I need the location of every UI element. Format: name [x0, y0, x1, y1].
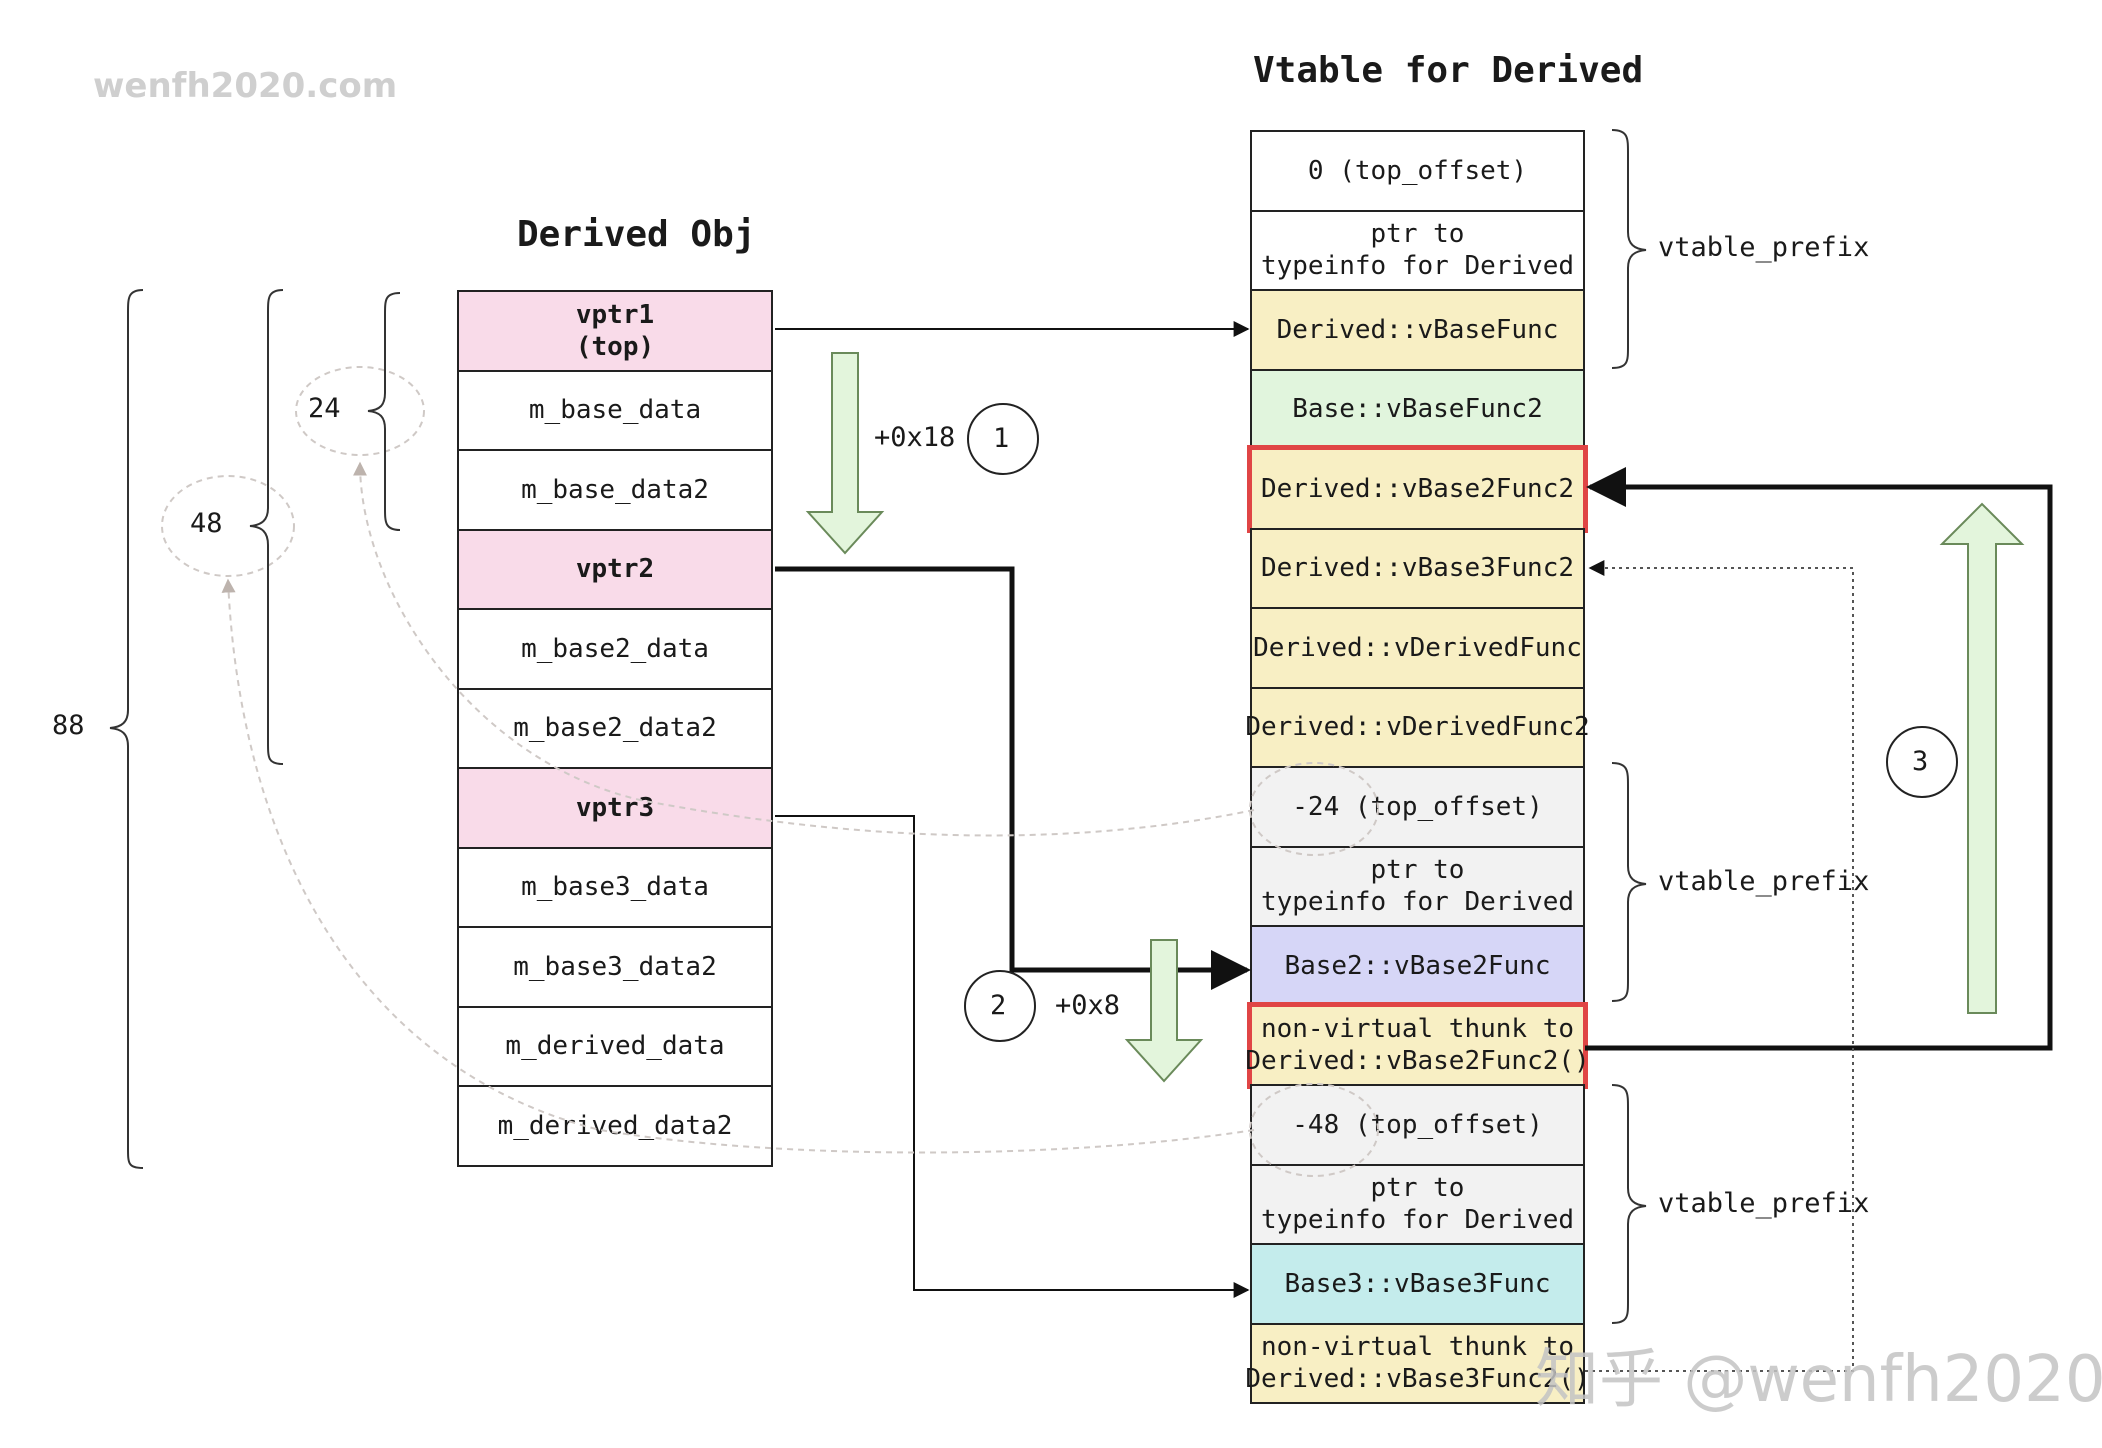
- size-48-label: 48: [190, 508, 223, 539]
- offset-0x8-arrow: [1124, 939, 1204, 1083]
- thunk-to-vbase2func2-arrow: [1585, 467, 2053, 1051]
- vtable-entry: 0 (top_offset): [1250, 130, 1585, 212]
- thunk-to-vbase3func2-dotted-arrow: [1585, 560, 1854, 1372]
- vtable-entry: Base2::vBase2Func: [1250, 925, 1585, 1007]
- vtable-entry: Derived::vDerivedFunc: [1250, 607, 1585, 689]
- offset-48-link: [221, 578, 1255, 1154]
- brace-88: [109, 289, 144, 1169]
- brace-vtable-prefix-3: [1611, 1084, 1647, 1324]
- brace-vtable-prefix-2: [1611, 762, 1647, 1002]
- object-cell-member: m_base2_data: [457, 608, 773, 690]
- thunk-adjust-up-arrow: [1939, 502, 2025, 1014]
- vtable-prefix-label-3: vtable_prefix: [1658, 1188, 1870, 1219]
- step-3-circle: [1886, 726, 1958, 798]
- vtable-entry: ptr to typeinfo for Derived: [1250, 209, 1585, 291]
- vtable-entry: ptr to typeinfo for Derived: [1250, 845, 1585, 927]
- offset-24-link: [353, 461, 1255, 837]
- offset-0x8-label: +0x8: [1055, 990, 1121, 1021]
- vptr3-pointer-arrow: [775, 815, 1250, 1298]
- vtable-entry: Derived::vBase2Func2: [1247, 445, 1588, 533]
- size-48-ellipse: [161, 475, 295, 577]
- vtable-prefix-label-1: vtable_prefix: [1658, 232, 1870, 263]
- vtable-entry: Base::vBaseFunc2: [1250, 368, 1585, 450]
- vtable-entry: Derived::vBaseFunc: [1250, 289, 1585, 371]
- brace-48: [249, 289, 284, 765]
- step-2-circle: [964, 970, 1036, 1042]
- vtable-entry: -24 (top_offset): [1250, 766, 1585, 848]
- vtable-entry: Derived::vBase3Func2: [1250, 527, 1585, 609]
- object-cell-member: m_derived_data: [457, 1005, 773, 1087]
- vtable-entry: non-virtual thunk to Derived::vBase2Func…: [1245, 1001, 1590, 1089]
- vptr2-pointer-arrow: [775, 566, 1251, 990]
- step-2-number: 2: [990, 990, 1007, 1021]
- offset-48-ellipse: [1249, 1083, 1379, 1177]
- vtable-title: Vtable for Derived: [1253, 50, 1644, 91]
- offset-0x18-arrow: [805, 352, 885, 555]
- object-cell-member: m_base3_data: [457, 846, 773, 928]
- object-cell-member: m_derived_data2: [457, 1085, 773, 1167]
- watermark-zhihu: 知乎 @wenfh2020: [1535, 1343, 2102, 1417]
- step-1-number: 1: [993, 423, 1010, 454]
- brace-24: [367, 292, 401, 531]
- offset-0x18-label: +0x18: [874, 422, 956, 453]
- vtable-entry: -48 (top_offset): [1250, 1084, 1585, 1166]
- size-24-label: 24: [308, 393, 341, 424]
- vtable-prefix-label-2: vtable_prefix: [1658, 866, 1870, 897]
- step-1-circle: [967, 403, 1039, 475]
- step-3-number: 3: [1912, 746, 1929, 777]
- watermark-site: wenfh2020.com: [93, 66, 398, 106]
- size-24-ellipse: [295, 366, 425, 456]
- brace-vtable-prefix-1: [1611, 129, 1647, 369]
- vtable-entry: Base3::vBase3Func: [1250, 1243, 1585, 1325]
- object-title: Derived Obj: [517, 214, 756, 255]
- size-88-label: 88: [52, 710, 85, 741]
- object-cell-member: m_base2_data2: [457, 687, 773, 769]
- vtable-entry: non-virtual thunk to Derived::vBase3Func…: [1245, 1322, 1590, 1404]
- offset-24-ellipse: [1249, 762, 1379, 856]
